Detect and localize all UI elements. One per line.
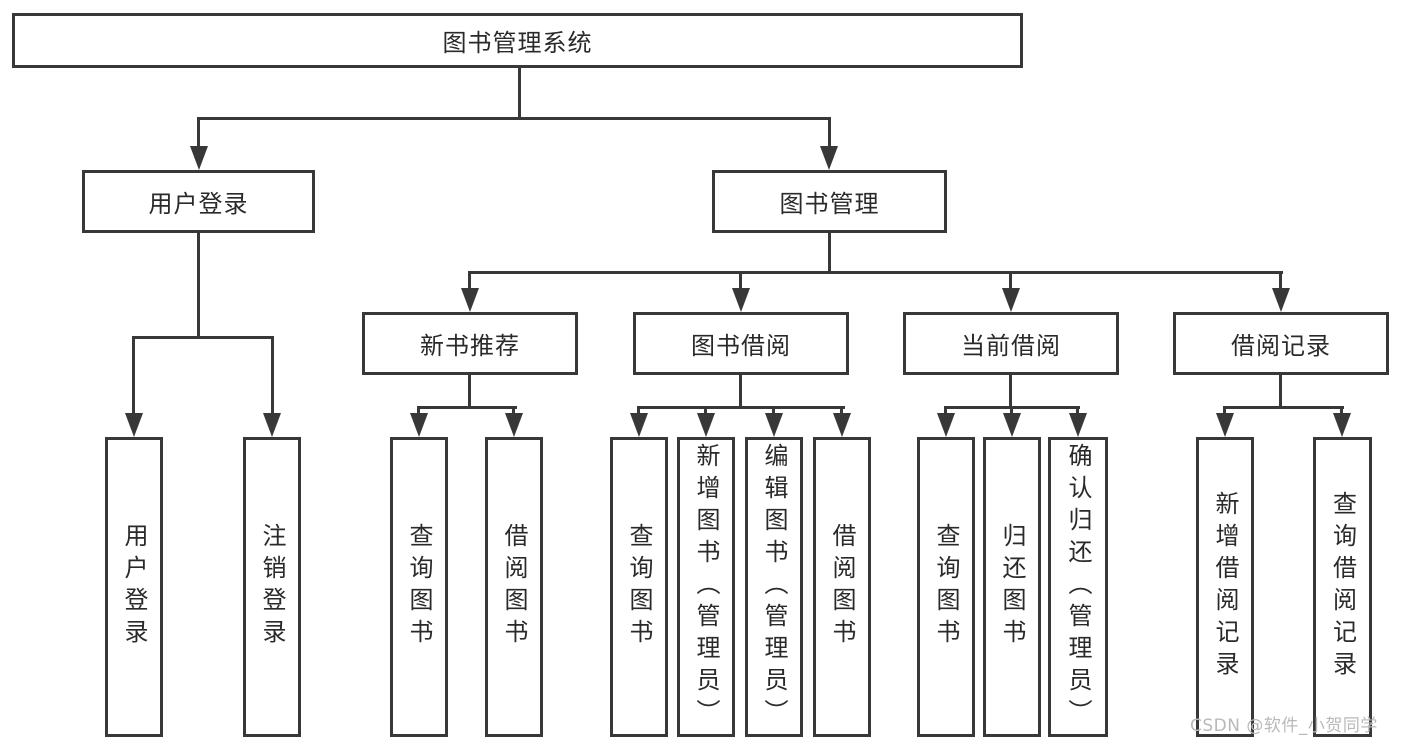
node-label: 图书管理系统 bbox=[442, 29, 593, 57]
leaf-borrow-books-borrowing: 借阅图书 bbox=[813, 437, 871, 737]
node-new-book-recommendation: 新书推荐 bbox=[362, 312, 578, 375]
connector-line bbox=[1010, 406, 1013, 416]
arrow-down-icon bbox=[697, 413, 715, 437]
connector-line bbox=[197, 117, 200, 149]
connector-line bbox=[1223, 406, 1226, 416]
connector-line bbox=[840, 406, 843, 416]
leaf-label: 查询图书 bbox=[625, 523, 653, 651]
node-current-borrowing: 当前借阅 bbox=[903, 312, 1119, 375]
connector-line bbox=[132, 336, 135, 414]
connector-line bbox=[944, 406, 947, 416]
arrow-down-icon bbox=[410, 413, 428, 437]
arrow-down-icon bbox=[732, 288, 750, 312]
connector-line bbox=[417, 406, 517, 409]
node-book-borrowing: 图书借阅 bbox=[633, 312, 849, 375]
leaf-confirm-return-admin: 确认归还（管理员） bbox=[1048, 437, 1108, 737]
arrow-down-icon bbox=[1333, 413, 1351, 437]
connector-line bbox=[1223, 406, 1344, 409]
leaf-label: 借阅图书 bbox=[500, 523, 528, 651]
leaf-label: 查询图书 bbox=[932, 523, 960, 651]
connector-line bbox=[828, 233, 831, 274]
arrow-down-icon bbox=[630, 413, 648, 437]
connector-line bbox=[468, 271, 1283, 274]
csdn-watermark: CSDN @软件_小贺同学 bbox=[1190, 716, 1378, 736]
connector-line bbox=[739, 375, 742, 409]
node-book-management: 图书管理 bbox=[712, 170, 947, 233]
arrow-down-icon bbox=[125, 413, 143, 437]
leaf-label: 编辑图书（管理员） bbox=[760, 443, 788, 731]
arrow-down-icon bbox=[190, 146, 208, 170]
connector-line bbox=[637, 406, 640, 416]
node-borrowing-records: 借阅记录 bbox=[1173, 312, 1389, 375]
connector-line bbox=[197, 117, 831, 120]
connector-line bbox=[197, 233, 200, 339]
connector-line bbox=[1009, 271, 1012, 291]
connector-line bbox=[468, 375, 471, 409]
node-label: 图书借阅 bbox=[691, 332, 791, 360]
node-library-management-system: 图书管理系统 bbox=[12, 13, 1023, 68]
connector-line bbox=[1340, 406, 1343, 416]
leaf-label: 新增图书（管理员） bbox=[692, 443, 720, 731]
leaf-return-books: 归还图书 bbox=[983, 437, 1041, 737]
leaf-query-borrow-record: 查询借阅记录 bbox=[1313, 437, 1372, 737]
connector-line bbox=[271, 336, 274, 414]
arrow-down-icon bbox=[461, 288, 479, 312]
arrow-down-icon bbox=[765, 413, 783, 437]
connector-line bbox=[512, 406, 515, 416]
arrow-down-icon bbox=[1272, 288, 1290, 312]
leaf-borrow-books-newbook: 借阅图书 bbox=[485, 437, 543, 737]
arrow-down-icon bbox=[1002, 288, 1020, 312]
leaf-label: 归还图书 bbox=[998, 523, 1026, 651]
node-label: 新书推荐 bbox=[420, 332, 520, 360]
node-user-login: 用户登录 bbox=[82, 170, 315, 233]
connector-line bbox=[739, 271, 742, 291]
leaf-label: 查询图书 bbox=[405, 523, 433, 651]
connector-line bbox=[1009, 375, 1012, 409]
leaf-add-books-admin: 新增图书（管理员） bbox=[677, 437, 735, 737]
leaf-query-books-newbook: 查询图书 bbox=[390, 437, 448, 737]
arrow-down-icon bbox=[1003, 413, 1021, 437]
arrow-down-icon bbox=[833, 413, 851, 437]
leaf-query-books-current: 查询图书 bbox=[917, 437, 975, 737]
connector-line bbox=[132, 336, 274, 339]
arrow-down-icon bbox=[263, 413, 281, 437]
node-label: 当前借阅 bbox=[961, 332, 1061, 360]
leaf-label: 新增借阅记录 bbox=[1211, 491, 1239, 683]
arrow-down-icon bbox=[505, 413, 523, 437]
leaf-label: 借阅图书 bbox=[828, 523, 856, 651]
arrow-down-icon bbox=[820, 146, 838, 170]
connector-line bbox=[468, 271, 471, 291]
connector-line bbox=[1279, 375, 1282, 409]
leaf-add-borrow-record: 新增借阅记录 bbox=[1196, 437, 1254, 737]
leaf-label: 查询借阅记录 bbox=[1328, 491, 1357, 683]
leaf-label: 注销登录 bbox=[258, 523, 286, 651]
connector-line bbox=[518, 68, 521, 118]
connector-line bbox=[637, 406, 845, 409]
node-label: 图书管理 bbox=[779, 190, 880, 218]
leaf-label: 用户登录 bbox=[120, 523, 148, 651]
connector-line bbox=[417, 406, 420, 416]
arrow-down-icon bbox=[937, 413, 955, 437]
node-label: 借阅记录 bbox=[1231, 332, 1331, 360]
connector-line bbox=[1076, 406, 1079, 416]
connector-line bbox=[828, 117, 831, 149]
leaf-edit-books-admin: 编辑图书（管理员） bbox=[745, 437, 803, 737]
leaf-label: 确认归还（管理员） bbox=[1064, 443, 1092, 731]
leaf-logout-login: 注销登录 bbox=[243, 437, 301, 737]
connector-line bbox=[704, 406, 707, 416]
node-label: 用户登录 bbox=[148, 190, 249, 218]
leaf-user-login: 用户登录 bbox=[105, 437, 163, 737]
arrow-down-icon bbox=[1069, 413, 1087, 437]
connector-line bbox=[1279, 271, 1282, 291]
leaf-query-books-borrowing: 查询图书 bbox=[610, 437, 668, 737]
connector-line bbox=[772, 406, 775, 416]
arrow-down-icon bbox=[1216, 413, 1234, 437]
